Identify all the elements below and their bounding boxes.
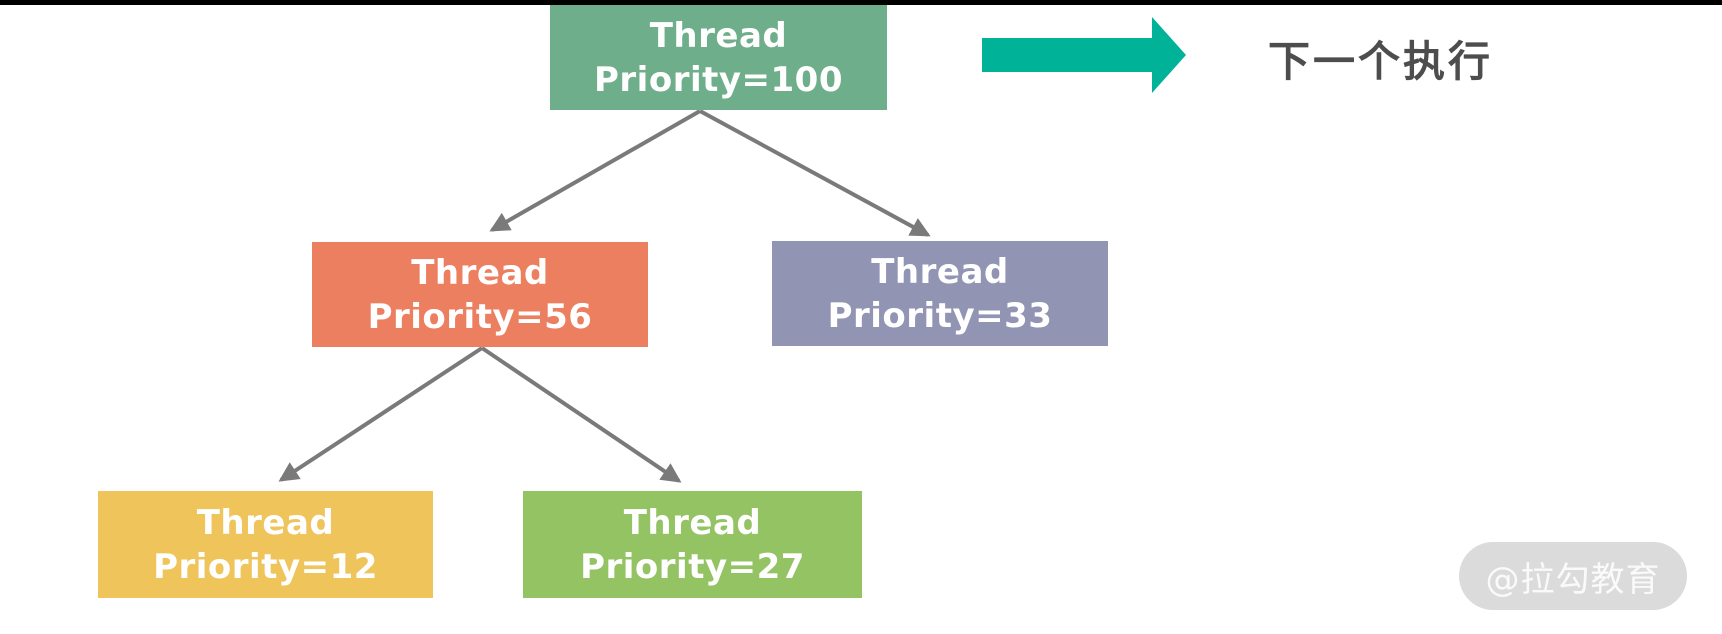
connector-p56-to-p12 [278, 346, 484, 482]
node-label-line2: Priority=12 [153, 546, 378, 587]
connector-root-to-p33 [699, 109, 931, 237]
watermark-text: @拉勾教育 [1485, 559, 1661, 600]
node-label-line2: Priority=56 [367, 296, 593, 337]
tree-node-priority-100: Thread Priority=100 [550, 5, 887, 110]
node-label-line1: Thread [196, 502, 335, 543]
watermark-badge: @拉勾教育 [1459, 542, 1687, 610]
tree-node-priority-33: Thread Priority=33 [772, 241, 1108, 346]
tree-node-priority-27: Thread Priority=27 [523, 491, 862, 598]
node-label-line1: Thread [411, 252, 549, 293]
node-label-line1: Thread [649, 15, 788, 56]
next-execute-arrow-icon [982, 17, 1186, 93]
connector-p56-to-p27 [480, 346, 682, 483]
legend-label: 下一个执行 [1268, 37, 1494, 86]
tree-node-priority-56: Thread Priority=56 [312, 242, 648, 347]
connector-root-to-p56 [489, 109, 701, 232]
node-label-line2: Priority=100 [594, 59, 843, 100]
top-black-bar [0, 0, 1722, 5]
node-label-line2: Priority=33 [827, 295, 1053, 336]
tree-node-priority-12: Thread Priority=12 [98, 491, 433, 598]
node-label-line1: Thread [623, 502, 762, 543]
node-label-line2: Priority=27 [580, 546, 805, 587]
node-label-line1: Thread [871, 251, 1009, 292]
